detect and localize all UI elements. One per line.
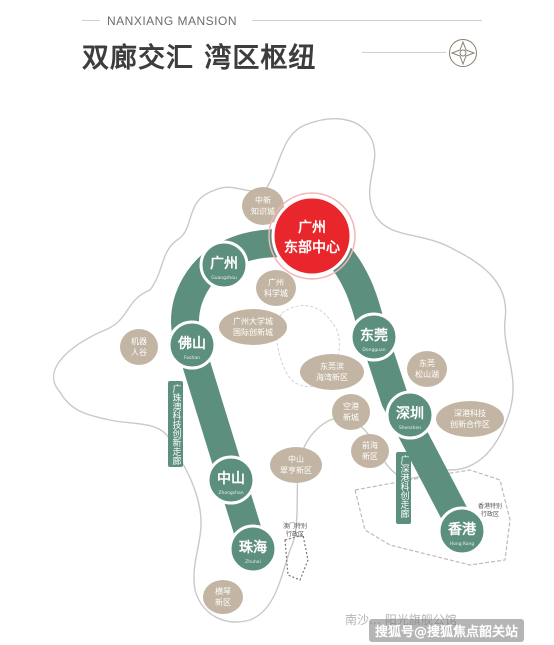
svg-text:香港: 香港 [447, 521, 477, 538]
district-hengqin: 横琴 新区 [203, 580, 243, 614]
city-shenzhen: 深圳 Shenzhen [385, 390, 435, 440]
svg-text:东部中心: 东部中心 [284, 239, 340, 256]
svg-text:机器: 机器 [131, 336, 147, 346]
district-konggang: 空港 新城 [332, 394, 370, 430]
district-songshanhu: 东莞 松山湖 [407, 351, 447, 387]
hub-guangzhou-east: 广州 东部中心 [268, 192, 356, 280]
svg-text:Zhongshan: Zhongshan [218, 490, 243, 496]
macau-label-2: 行政区 [286, 530, 304, 538]
inner-boundary [276, 305, 340, 388]
svg-text:广州: 广州 [298, 219, 326, 236]
svg-text:佛山: 佛山 [177, 335, 206, 352]
city-foshan: 佛山 Foshan [167, 320, 217, 370]
svg-text:珠海: 珠海 [239, 539, 267, 556]
svg-text:东莞: 东莞 [360, 327, 388, 344]
svg-text:翠亨新区: 翠亨新区 [280, 465, 312, 475]
svg-text:Guangzhou: Guangzhou [211, 275, 237, 281]
svg-text:Foshan: Foshan [184, 355, 200, 361]
svg-text:知识城: 知识城 [251, 206, 275, 216]
svg-text:Shenzhen: Shenzhen [399, 425, 421, 431]
macau-boundary [284, 534, 309, 581]
emblem-icon [449, 39, 477, 67]
svg-text:前海: 前海 [362, 440, 378, 450]
macau-label-1: 澳门特别 [283, 522, 307, 530]
district-cuiheng: 中山 翠亨新区 [270, 447, 322, 483]
svg-text:新区: 新区 [362, 451, 378, 461]
svg-text:海湾新区: 海湾新区 [316, 372, 348, 382]
hk-sar-label-2: 行政区 [481, 510, 499, 518]
hk-boundary [354, 469, 511, 566]
district-dongguanbinhai: 东莞滨 海湾新区 [300, 354, 364, 390]
brand-divider-left [82, 20, 100, 21]
svg-text:人谷: 人谷 [131, 348, 147, 357]
district-hetao: 深港科技 创新合作区 [436, 401, 504, 437]
svg-text:新城: 新城 [343, 412, 359, 422]
svg-text:广州: 广州 [210, 255, 238, 272]
district-jiqiaoren: 机器 人谷 [120, 329, 158, 365]
city-hongkong: 香港 Hong Kong [437, 506, 487, 556]
svg-text:Hong Kong: Hong Kong [450, 541, 475, 547]
page-title: 双廊交汇 湾区枢纽 [82, 43, 317, 74]
svg-text:东莞: 东莞 [419, 358, 435, 368]
svg-text:广州: 广州 [268, 277, 284, 287]
svg-text:新区: 新区 [215, 597, 231, 607]
west-corridor-text: 广珠澳科技创新走廊 [171, 383, 182, 466]
svg-text:空港: 空港 [343, 401, 359, 411]
svg-text:中山: 中山 [288, 454, 304, 464]
svg-text:Zhuhai: Zhuhai [245, 559, 261, 565]
svg-text:国际创新城: 国际创新城 [233, 327, 273, 337]
west-corridor-label: 广珠澳科技创新走廊 [168, 381, 183, 467]
district-qianhai: 前海 新区 [351, 434, 389, 468]
city-guangzhou: 广州 Guangzhou [199, 240, 249, 290]
svg-text:科学城: 科学城 [264, 288, 288, 298]
east-corridor-text: 广深港科创走廊 [399, 454, 410, 519]
brand-divider-right [252, 20, 482, 21]
svg-text:深港科技: 深港科技 [454, 408, 486, 418]
east-corridor-label: 广深港科创走廊 [396, 452, 411, 524]
hk-sar-label-1: 香港特别 [478, 502, 502, 510]
svg-text:横琴: 横琴 [215, 586, 231, 596]
svg-text:创新合作区: 创新合作区 [450, 419, 490, 429]
district-kexuecheng: 广州 科学城 [256, 270, 296, 306]
watermark: 搜狐号@搜狐焦点韶关站 [369, 619, 525, 642]
city-dongguan: 东莞 Dongguan [349, 312, 399, 362]
city-zhongshan: 中山 Zhongshan [206, 455, 256, 505]
svg-text:东莞滨: 东莞滨 [320, 361, 344, 371]
city-zhuhai: 珠海 Zhuhai [228, 524, 278, 574]
landmass-outline [53, 118, 514, 623]
svg-text:深圳: 深圳 [396, 405, 424, 422]
district-daxuecheng: 广州大学城 国际创新城 [219, 309, 287, 345]
svg-text:Dongguan: Dongguan [362, 347, 385, 353]
brand-name: NANXIANG MANSION [107, 14, 238, 28]
title-divider [362, 52, 446, 53]
svg-text:松山湖: 松山湖 [415, 369, 439, 379]
svg-text:广州大学城: 广州大学城 [233, 316, 273, 326]
svg-text:中山: 中山 [217, 470, 245, 487]
svg-text:中新: 中新 [255, 195, 271, 205]
